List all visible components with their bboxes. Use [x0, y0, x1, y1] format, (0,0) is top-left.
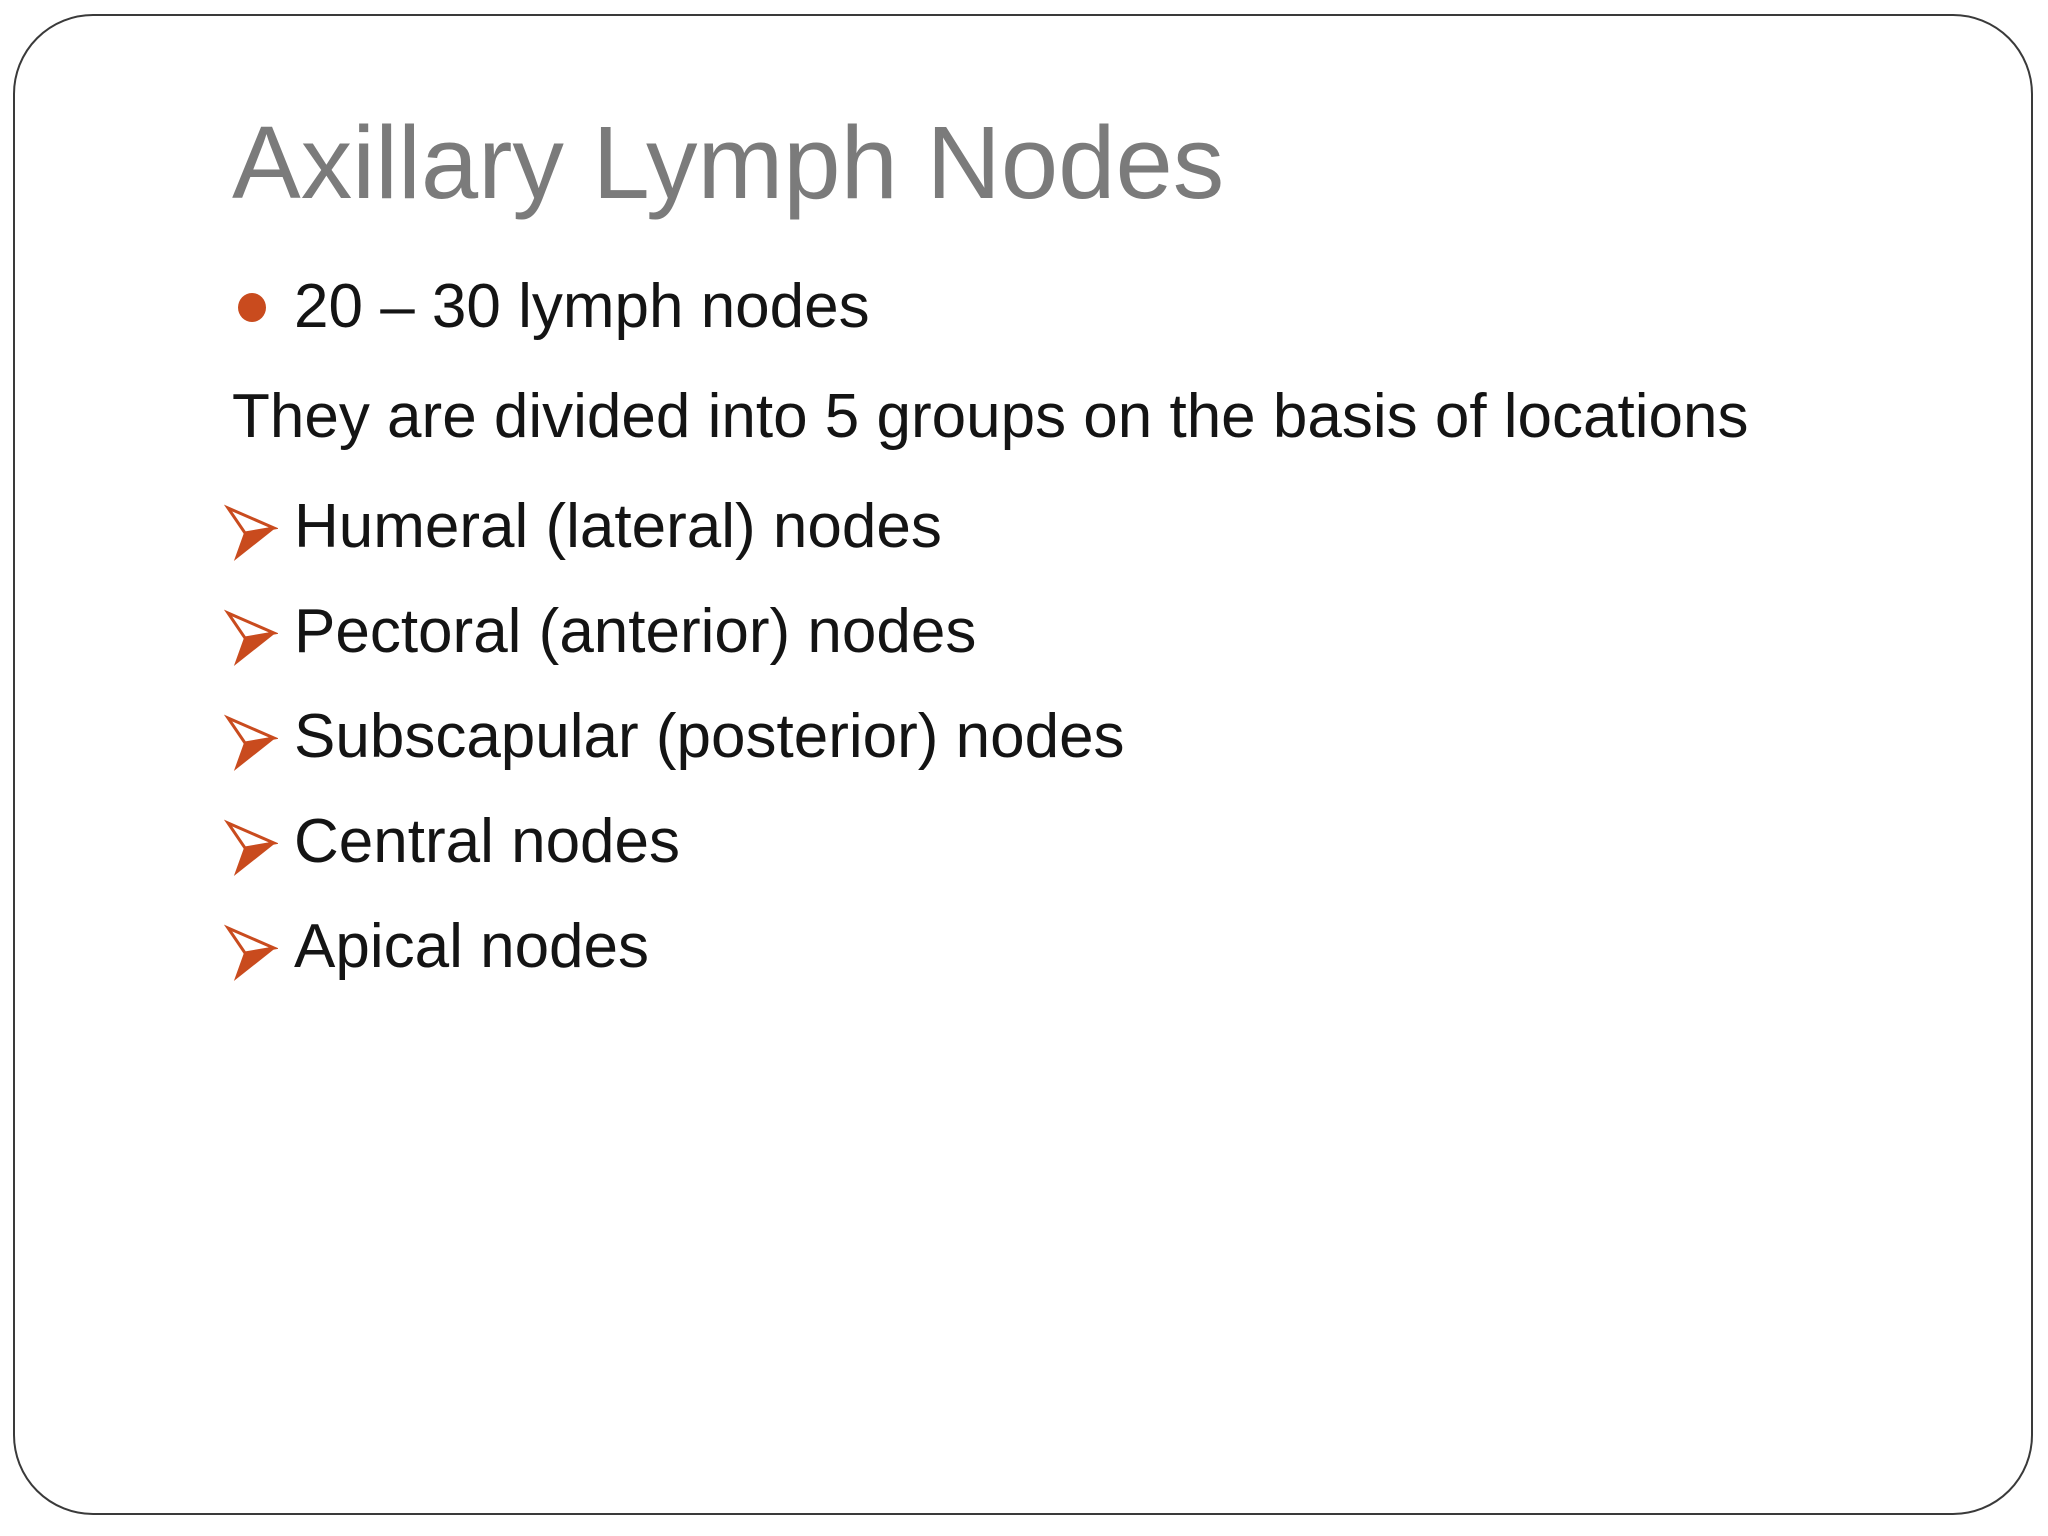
list-item: Humeral (lateral) nodes — [224, 483, 1852, 571]
round-bullet-icon — [238, 293, 266, 322]
list-item: Pectoral (anterior) nodes — [224, 588, 1852, 676]
list-item: Apical nodes — [224, 903, 1852, 991]
slide-border — [13, 14, 2033, 1515]
list-item: 20 – 30 lymph nodes — [232, 263, 1852, 351]
list-item: Central nodes — [224, 798, 1852, 886]
list-item-text: Apical nodes — [294, 912, 650, 981]
list-item-text: They are divided into 5 groups on the ba… — [232, 382, 1749, 451]
list-item: They are divided into 5 groups on the ba… — [232, 373, 1852, 461]
slide-content: Axillary Lymph Nodes 20 – 30 lymph nodes… — [224, 105, 1852, 1008]
arrow-bullet-icon — [224, 504, 278, 562]
list-item-text: Central nodes — [294, 807, 681, 876]
slide-body: 20 – 30 lymph nodes They are divided int… — [224, 263, 1852, 991]
list-item-text: Humeral (lateral) nodes — [294, 492, 942, 561]
arrow-bullet-icon — [224, 714, 278, 772]
list-item-text: Pectoral (anterior) nodes — [294, 597, 977, 666]
arrow-bullet-icon — [224, 819, 278, 877]
arrow-bullet-icon — [224, 609, 278, 667]
list-item-text: 20 – 30 lymph nodes — [294, 272, 870, 341]
slide-title: Axillary Lymph Nodes — [232, 105, 1225, 220]
arrow-bullet-icon — [224, 924, 278, 982]
list-item-text: Subscapular (posterior) nodes — [294, 702, 1125, 771]
list-item: Subscapular (posterior) nodes — [224, 693, 1852, 781]
